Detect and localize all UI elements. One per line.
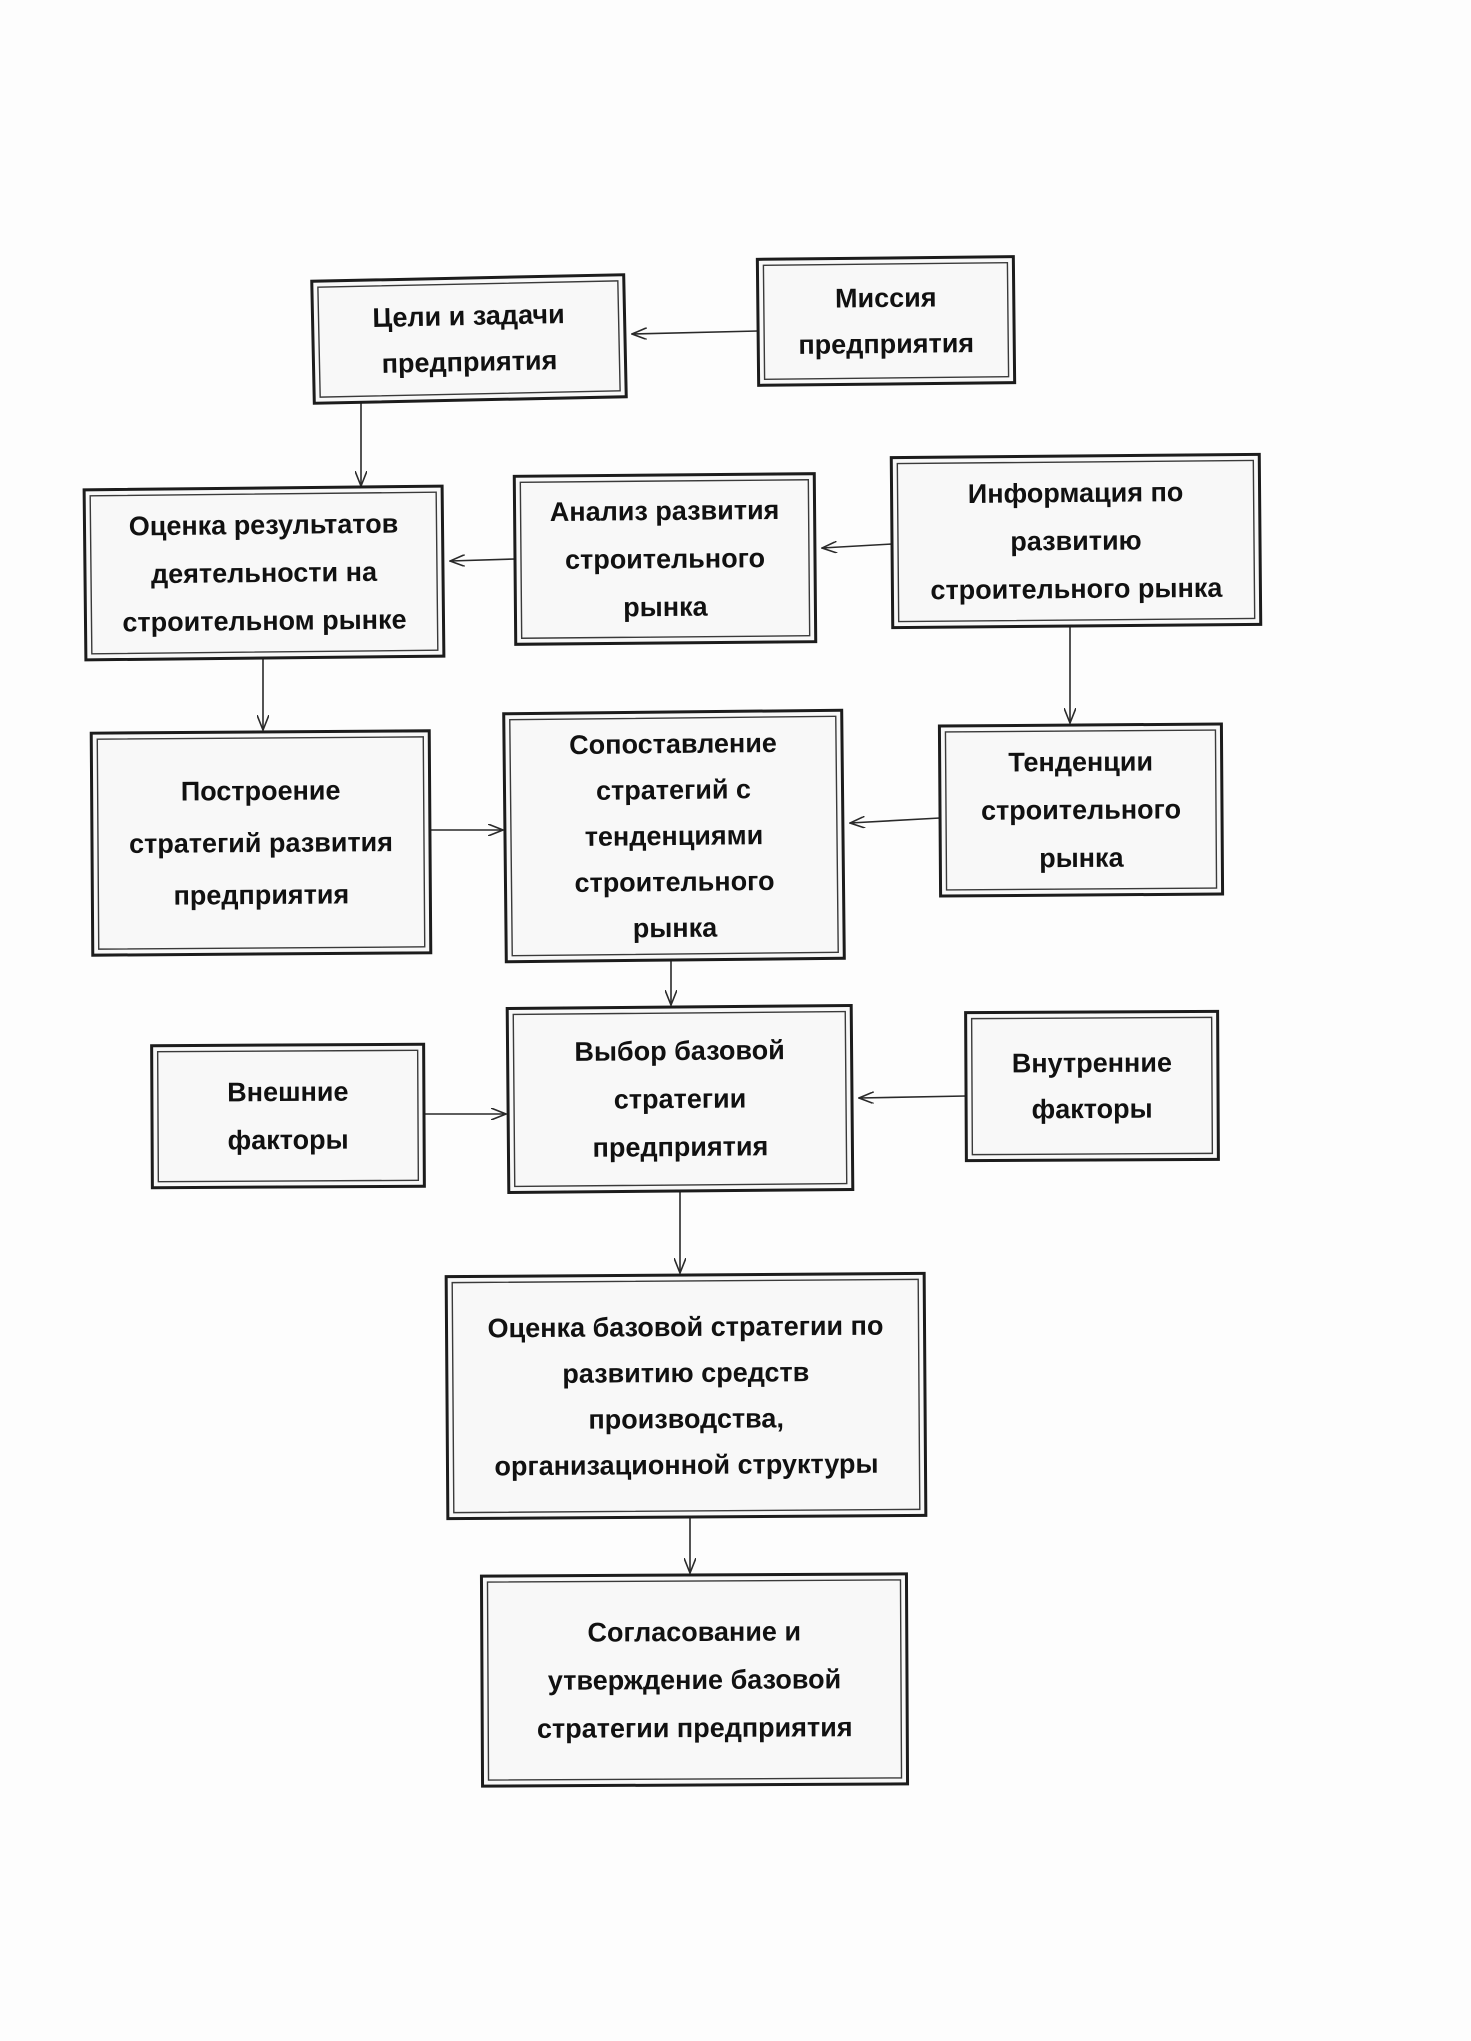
node-label-choice-line-3: предприятия — [592, 1131, 768, 1163]
node-box-choice — [505, 1003, 855, 1195]
node-label-assessment-line-2: деятельности на — [151, 557, 378, 589]
node-label-strategy-building-line-2: стратегий развития — [129, 827, 393, 859]
node-box-base-evaluation — [444, 1271, 928, 1521]
node-box-analysis — [512, 472, 818, 646]
node-box-goals — [310, 273, 628, 405]
arrow-trends-to-comparison — [850, 818, 941, 823]
connectors-layer — [263, 331, 1070, 1573]
node-label-comparison-line-5: рынка — [633, 913, 719, 944]
node-box-inner-assessment — [89, 491, 439, 655]
node-assessment: Оценка результатов деятельности на строите… — [82, 484, 446, 662]
node-label-internal-line-1: Внутренние — [1012, 1048, 1172, 1079]
arrow-internal-to-choice — [859, 1096, 967, 1098]
node-base-evaluation: Оценка базовой стратегии по развитию сред… — [444, 1271, 928, 1521]
node-box-inner-base-evaluation — [451, 1278, 921, 1514]
node-label-trends-line-2: строительного — [981, 794, 1181, 825]
node-box-trends — [937, 722, 1225, 898]
node-box-inner-information — [896, 459, 1256, 623]
node-label-choice-line-1: Выбор базовой — [574, 1035, 785, 1067]
node-label-goals-line-1: Цели и задачи — [372, 299, 565, 333]
node-label-approval-line-2: утверждение базовой — [548, 1664, 841, 1696]
node-box-internal — [964, 1009, 1220, 1163]
node-label-analysis-line-1: Анализ развития — [550, 495, 780, 527]
node-information: Информация по развитию строительного рынка — [889, 452, 1263, 630]
node-label-assessment-line-3: строительном рынке — [122, 605, 406, 638]
node-label-base-evaluation-line-4: организационной структуры — [494, 1449, 878, 1482]
arrow-mission-to-goals — [632, 331, 759, 334]
nodes-layer: Цели и задачи предприятия Миссия предприяти… — [82, 255, 1263, 1788]
node-box-inner-strategy-building — [96, 736, 426, 950]
node-label-trends-line-3: рынка — [1039, 843, 1125, 874]
node-label-comparison-line-4: строительного — [574, 866, 774, 898]
node-box-inner-choice — [512, 1010, 848, 1188]
node-box-comparison — [502, 708, 846, 964]
node-label-choice-line-2: стратегии — [614, 1083, 747, 1114]
arrow-analysis-to-assessment — [450, 559, 516, 561]
node-label-external-line-1: Внешние — [227, 1077, 348, 1108]
node-trends: Тенденции строительного рынка — [937, 722, 1225, 898]
node-label-trends-line-1: Тенденции — [1008, 746, 1153, 777]
node-label-mission-line-1: Миссия — [835, 282, 937, 313]
node-label-external-line-2: факторы — [228, 1125, 349, 1156]
node-box-inner-external — [156, 1049, 420, 1183]
node-choice: Выбор базовой стратегии предприятия — [505, 1003, 855, 1195]
node-label-comparison-line-3: тенденциями — [585, 820, 764, 852]
node-label-comparison-line-1: Сопоставление — [569, 728, 777, 760]
node-label-analysis-line-3: рынка — [623, 592, 709, 623]
node-label-base-evaluation-line-2: развитию средств — [562, 1357, 809, 1389]
node-label-base-evaluation-line-3: производства, — [588, 1403, 784, 1434]
node-label-strategy-building-line-1: Построение — [181, 775, 341, 806]
node-box-inner-internal — [970, 1016, 1214, 1156]
node-label-assessment-line-1: Оценка результатов — [129, 509, 399, 542]
node-approval: Согласование и утверждение базовой стратег… — [479, 1572, 910, 1788]
node-analysis: Анализ развития строительного рынка — [512, 472, 818, 646]
node-mission: Миссия предприятия — [755, 255, 1017, 387]
node-label-analysis-line-2: строительного — [565, 543, 765, 575]
node-external: Внешние факторы — [150, 1042, 426, 1190]
node-box-inner-mission — [762, 262, 1010, 380]
node-box-information — [889, 452, 1263, 630]
node-label-comparison-line-2: стратегий с — [596, 774, 751, 806]
node-box-approval — [479, 1572, 910, 1788]
node-comparison: Сопоставление стратегий с тенденциями строи… — [502, 708, 846, 964]
node-strategy-building: Построение стратегий развития предприятия — [89, 729, 433, 957]
node-internal: Внутренние факторы — [964, 1009, 1220, 1163]
node-label-approval-line-1: Согласование и — [587, 1616, 801, 1647]
node-box-inner-analysis — [519, 479, 811, 639]
node-box-external — [150, 1042, 426, 1190]
arrow-information-to-analysis — [822, 544, 893, 548]
node-label-approval-line-3: стратегии предприятия — [537, 1712, 853, 1744]
node-label-base-evaluation-line-1: Оценка базовой стратегии по — [488, 1311, 884, 1344]
node-box-inner-comparison — [509, 715, 839, 957]
node-goals: Цели и задачи предприятия — [310, 273, 628, 405]
node-box-inner-approval — [486, 1579, 903, 1781]
node-box-strategy-building — [89, 729, 433, 957]
node-label-information-line-1: Информация по — [968, 477, 1184, 509]
node-label-strategy-building-line-3: предприятия — [173, 879, 349, 910]
node-label-information-line-2: развитию — [1010, 525, 1142, 556]
node-box-inner-goals — [317, 280, 621, 398]
node-label-information-line-3: строительного рынка — [930, 573, 1223, 606]
node-box-inner-trends — [944, 729, 1218, 891]
node-box-mission — [755, 255, 1017, 387]
node-label-mission-line-2: предприятия — [798, 328, 974, 360]
node-label-goals-line-2: предприятия — [381, 345, 557, 379]
node-box-assessment — [82, 484, 446, 662]
node-label-internal-line-2: факторы — [1032, 1094, 1153, 1125]
